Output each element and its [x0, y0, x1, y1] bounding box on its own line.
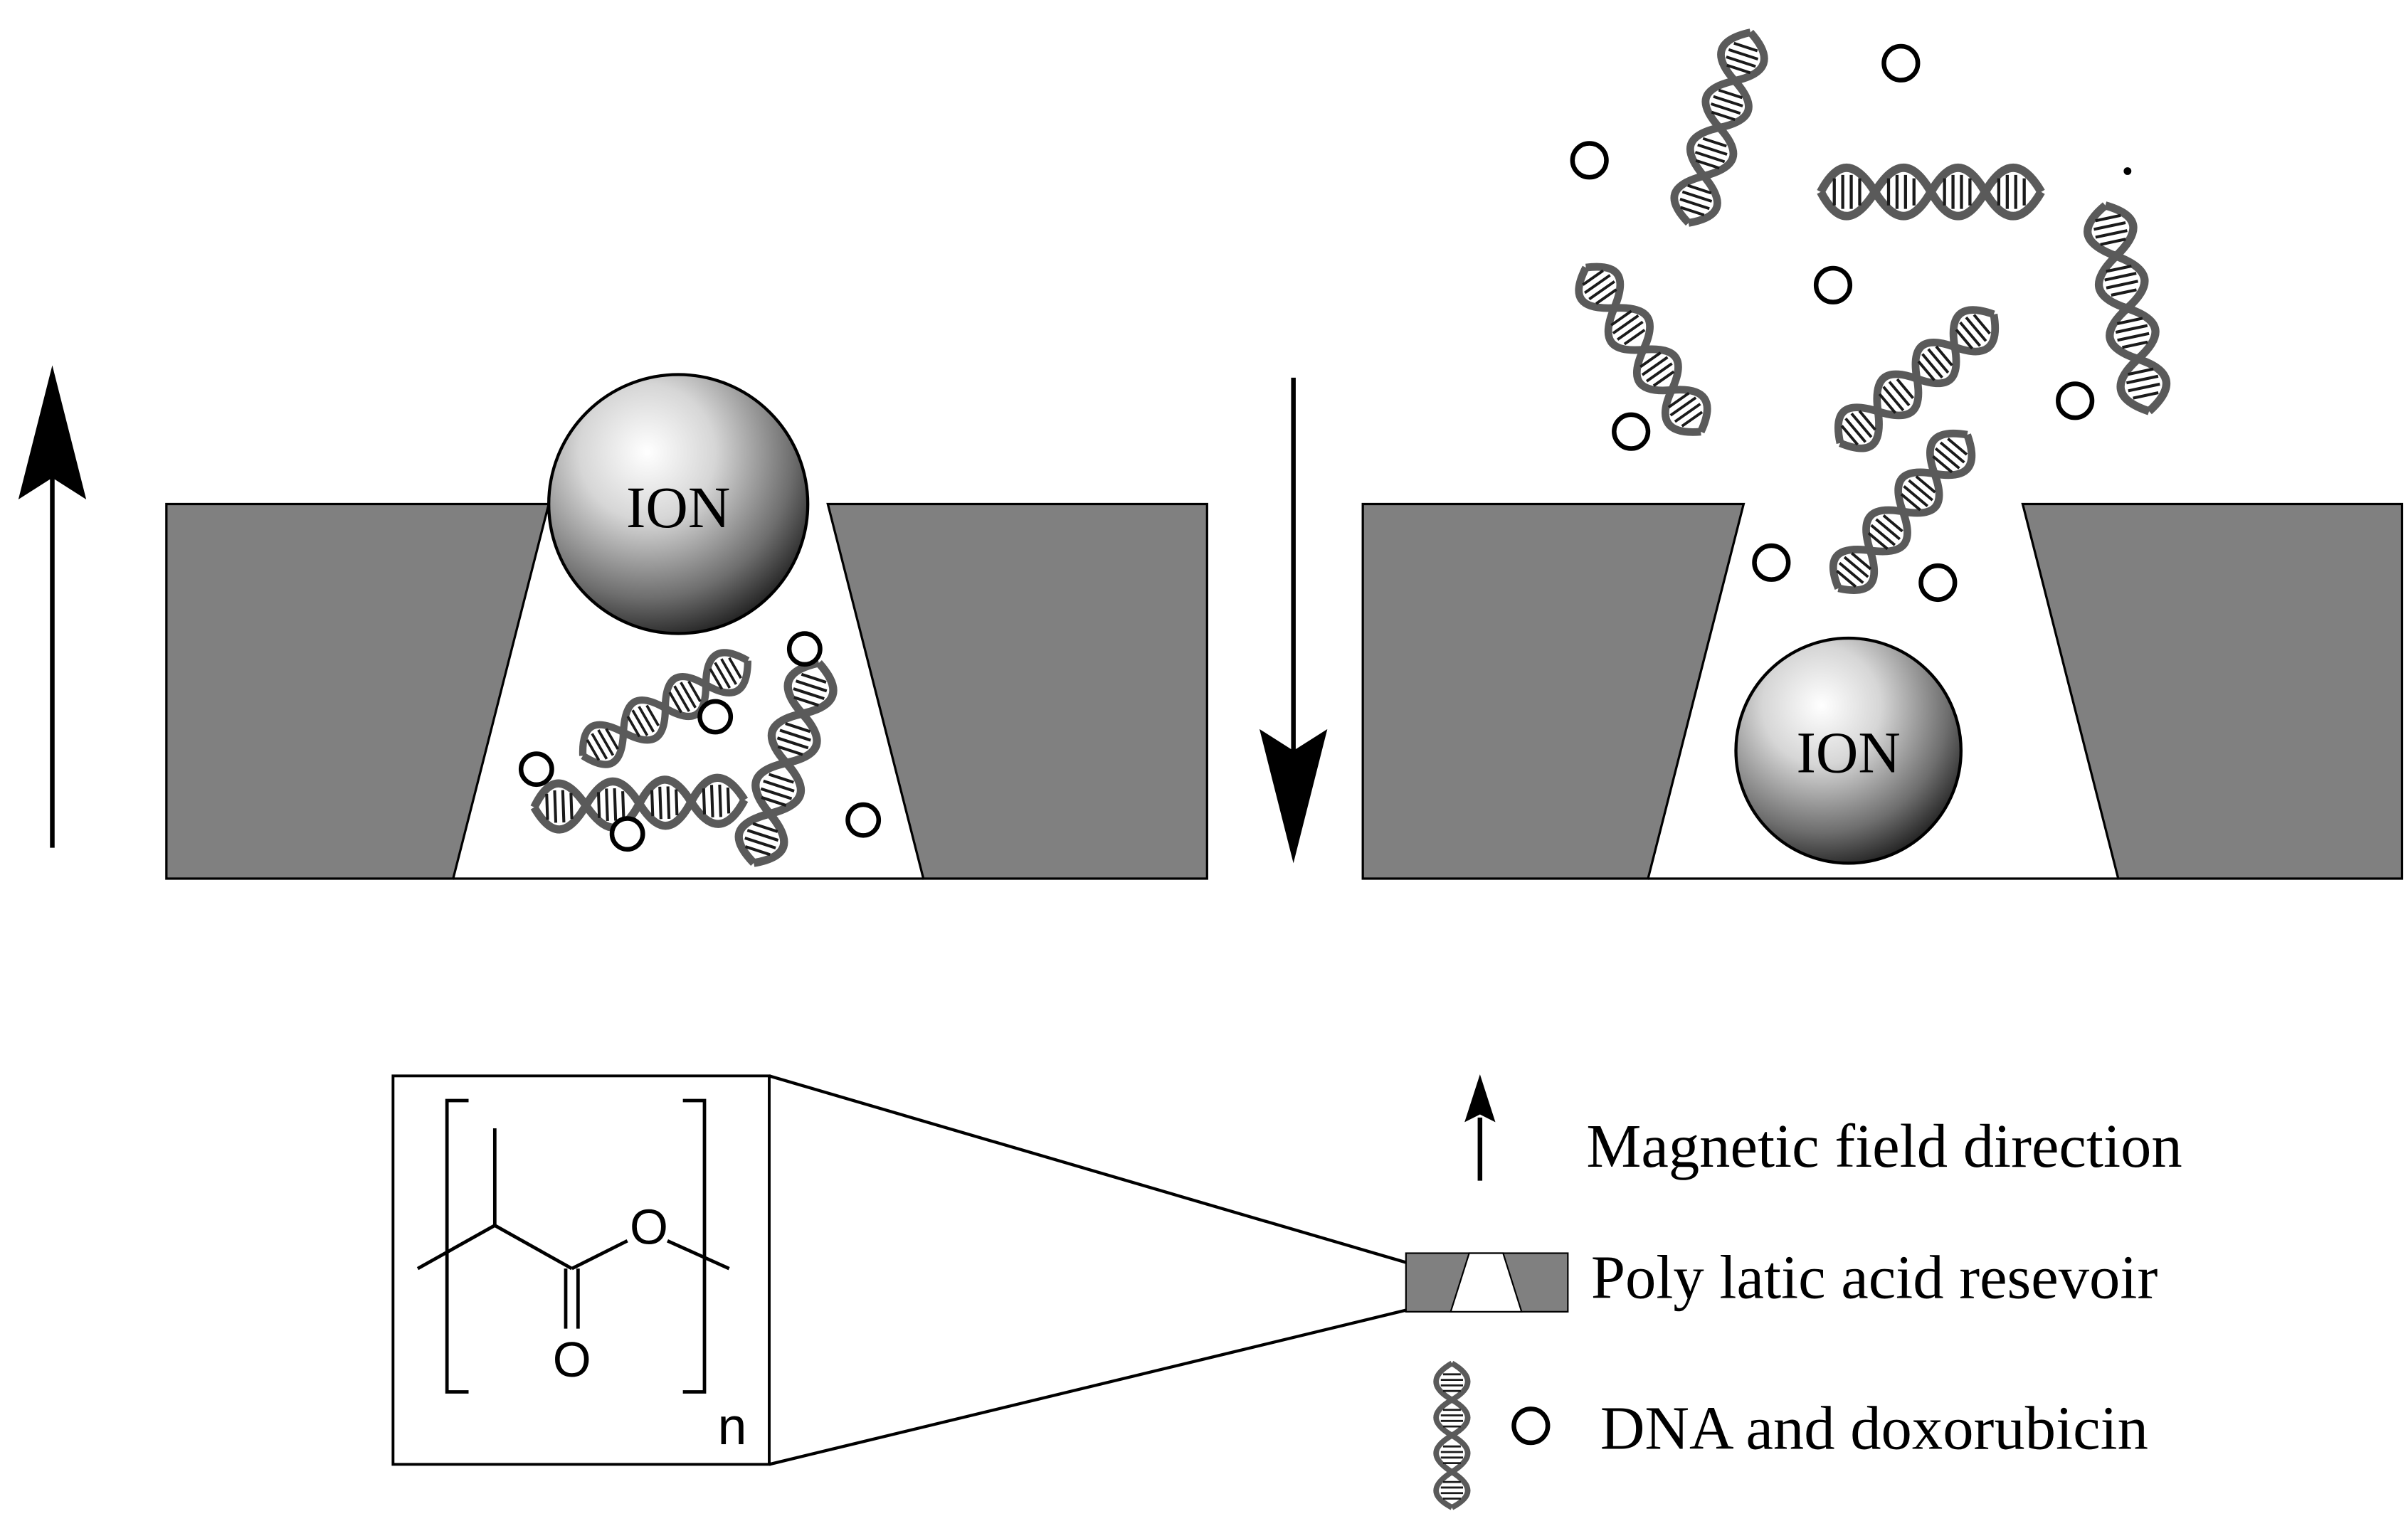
right-ion-sphere: ION: [1734, 636, 1963, 865]
legend-reservoir-label: Poly latic acid resevoir: [1591, 1243, 2158, 1311]
legend-cargo-label: DNA and doxorubicin: [1600, 1394, 2148, 1463]
left-reservoir: [165, 502, 1208, 880]
ion-label: ION: [626, 475, 730, 540]
right-reservoir: [1361, 502, 2404, 880]
carbonyl-oxygen-symbol: O: [553, 1332, 591, 1387]
legend-reservoir-icon: [1405, 1252, 1569, 1313]
legend-dna-icon: [1436, 1363, 1467, 1508]
downward-field-arrow: [1260, 377, 1328, 864]
left-cargo: [518, 631, 882, 871]
pla-structure-box: O O n: [391, 1074, 1407, 1466]
legend-arrow-icon: [1464, 1074, 1496, 1181]
legend-field-label: Magnetic field direction: [1586, 1112, 2182, 1180]
left-ion-sphere: ION: [547, 373, 810, 635]
ester-oxygen-symbol: O: [630, 1199, 668, 1255]
upward-field-arrow: [18, 365, 87, 848]
legend-doxorubicin-icon: [1511, 1406, 1551, 1446]
legend: Magnetic field direction Poly latic acid…: [1405, 1074, 2182, 1508]
repeat-unit-subscript: n: [718, 1397, 747, 1456]
ion-label: ION: [1797, 720, 1901, 785]
released-cargo: [1568, 26, 2171, 603]
